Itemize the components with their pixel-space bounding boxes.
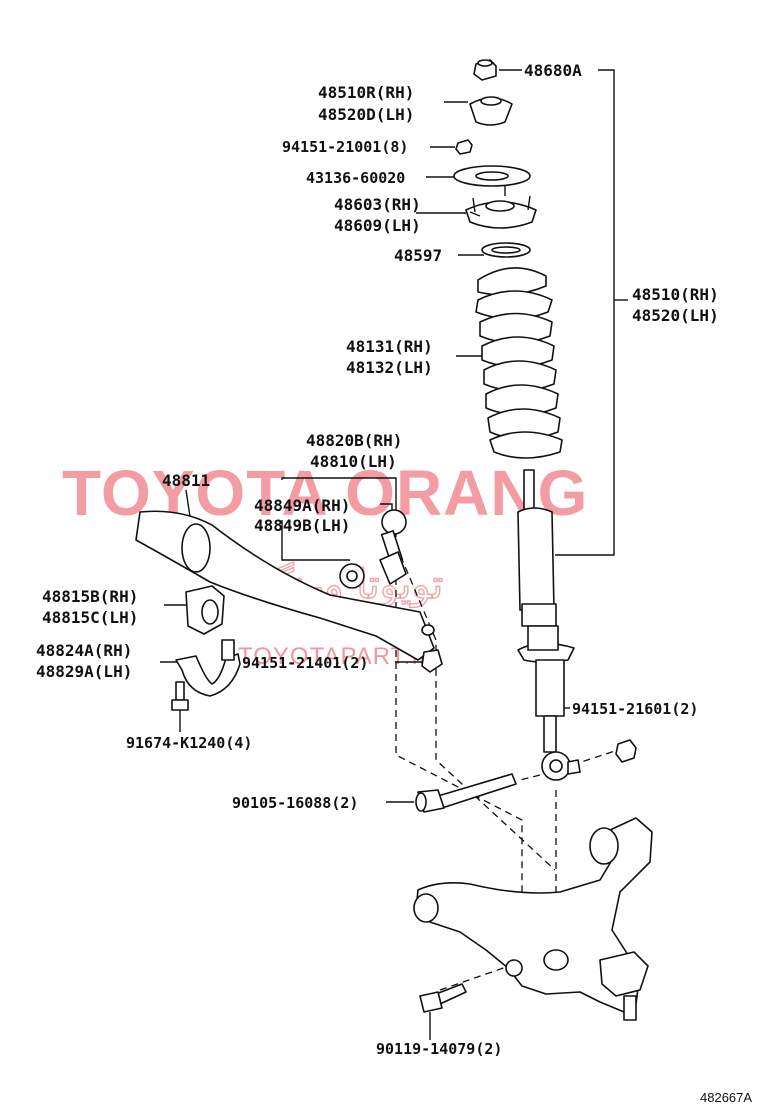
lower-nut-part — [615, 739, 637, 763]
label-spring-lh: 48132(LH) — [346, 358, 433, 377]
watermark: TOYOTA ORANG تویوتا ورنگ TOYOTAPART.IR — [62, 457, 587, 670]
spring-seat-part — [481, 242, 531, 258]
figure-number: 482667A — [700, 1090, 752, 1105]
label-bracket-lh: 48829A(LH) — [36, 662, 132, 681]
label-support-rh: 48603(RH) — [334, 195, 421, 214]
label-nut-top: 48680A — [524, 61, 582, 80]
label-insulator-lh: 48520D(LH) — [318, 105, 414, 124]
bracket-part — [175, 639, 241, 697]
label-seat: 48597 — [394, 246, 442, 265]
gasket-part — [453, 165, 531, 187]
stabilizer-link-part — [339, 509, 443, 673]
label-bolt-arm: 90119-14079(2) — [376, 1040, 502, 1058]
label-bracket-rh: 48824A(RH) — [36, 641, 132, 660]
label-stabilizer: 48811 — [162, 471, 210, 490]
label-spring-rh: 48131(RH) — [346, 337, 433, 356]
insulator-part — [469, 96, 513, 126]
label-bushing-bar-lh: 48815C(LH) — [42, 608, 138, 627]
support-part — [465, 186, 537, 229]
small-nut-part — [455, 139, 473, 155]
label-support-lh: 48609(LH) — [334, 216, 421, 235]
label-insulator-rh: 48510R(RH) — [318, 83, 414, 102]
label-bushing-link-lh: 48849B(LH) — [254, 516, 350, 535]
label-absorber-lh: 48520(LH) — [632, 306, 719, 325]
top-nut-part — [473, 59, 497, 81]
label-bushing-link-rh: 48849A(RH) — [254, 496, 350, 515]
stabilizer-bar-part — [135, 510, 435, 661]
coil-spring-part — [475, 267, 563, 459]
shock-absorber-part — [517, 469, 581, 781]
lower-arm-part — [413, 817, 653, 1021]
label-bolt-lower: 90105-16088(2) — [232, 794, 358, 812]
label-nut-link: 94151-21401(2) — [242, 654, 368, 672]
label-bushing-bar-rh: 48815B(RH) — [42, 587, 138, 606]
bracket-bolt-part — [171, 681, 189, 711]
label-gasket: 43136-60020 — [306, 169, 405, 187]
label-bolt-bracket: 91674-K1240(4) — [126, 734, 252, 752]
bar-bushing-part — [185, 585, 225, 635]
label-absorber-rh: 48510(RH) — [632, 285, 719, 304]
arm-bolt-part — [419, 983, 467, 1013]
label-link-rh: 48820B(RH) — [306, 431, 402, 450]
lower-bolt-part — [415, 773, 517, 813]
label-nut-8: 94151-21001(8) — [282, 138, 408, 156]
label-link-lh: 48810(LH) — [310, 452, 397, 471]
part-labels: 48680A 48510R(RH) 48520D(LH) 94151-21001… — [36, 61, 719, 1058]
label-nut-lower: 94151-21601(2) — [572, 700, 698, 718]
